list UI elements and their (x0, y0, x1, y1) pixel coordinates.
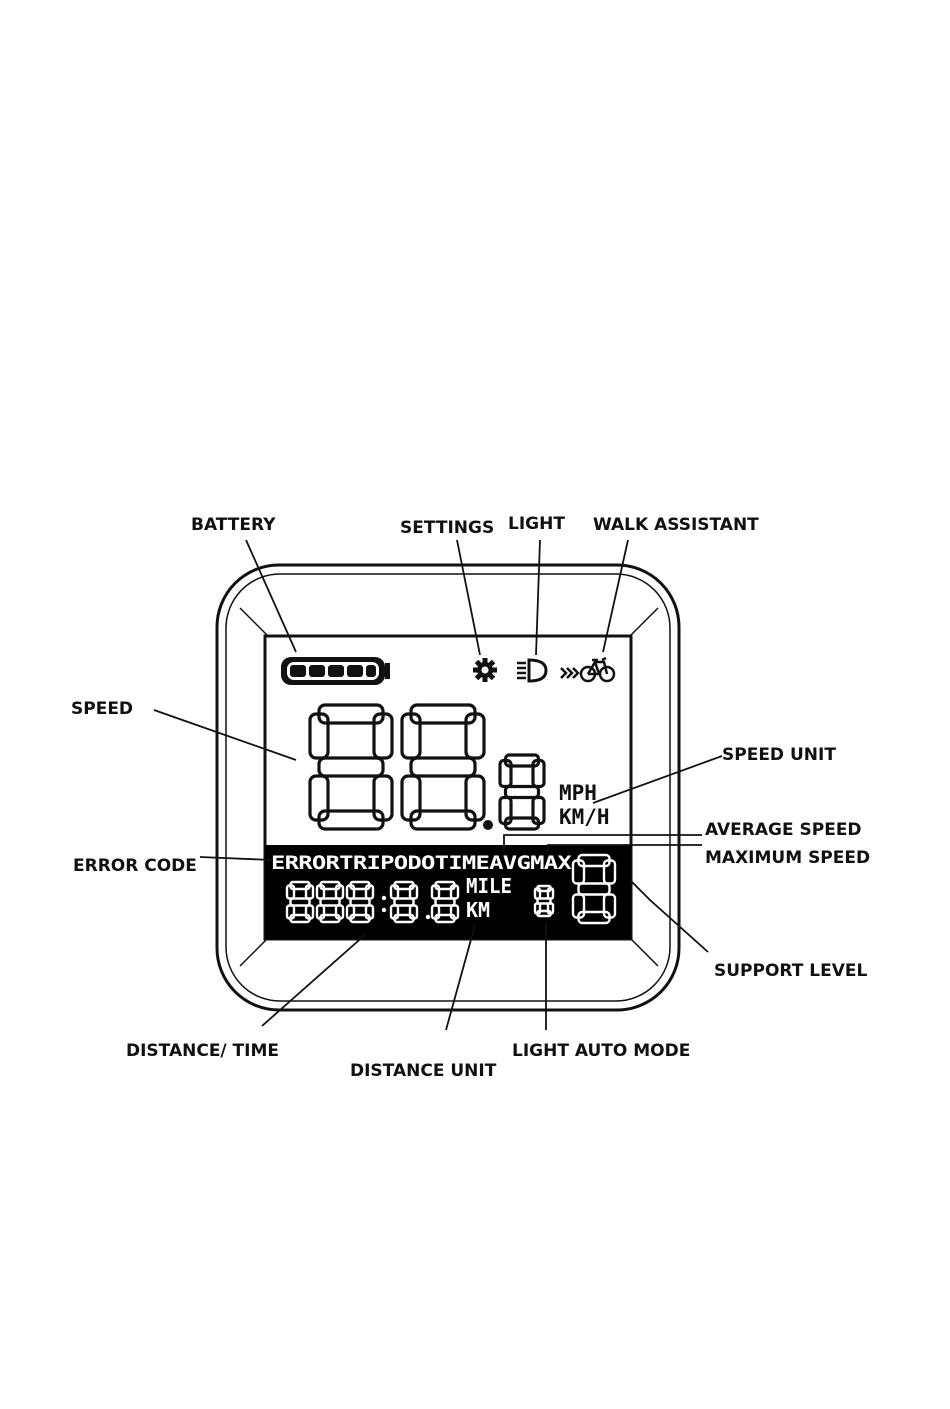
label-battery: BATTERY (191, 515, 276, 535)
label-distance-unit: DISTANCE UNIT (350, 1061, 497, 1081)
battery-icon (281, 657, 390, 685)
label-speed-unit: SPEED UNIT (722, 745, 836, 765)
speed-unit-mph: MPH (559, 781, 597, 805)
speed-unit-kmh: KM/H (559, 805, 610, 829)
distance-unit-km: KM (466, 898, 490, 922)
label-light-auto-mode: LIGHT AUTO MODE (512, 1041, 690, 1061)
label-error-code: ERROR CODE (73, 856, 197, 876)
label-walk-assistant: WALK ASSISTANT (593, 515, 759, 535)
distance-colon-bottom (382, 908, 386, 912)
label-average-speed: AVERAGE SPEED (705, 820, 862, 840)
mode-strip-text: ERRORTRIPODOTIMEAVGMAX (271, 852, 572, 874)
distance-unit-mile: MILE (466, 874, 512, 898)
distance-decimal-point (426, 915, 430, 919)
gear-icon (473, 658, 497, 682)
label-settings: SETTINGS (400, 518, 494, 538)
label-support-level: SUPPORT LEVEL (714, 961, 867, 981)
distance-colon-top (382, 896, 386, 900)
label-speed: SPEED (71, 699, 133, 719)
speed-decimal-point (483, 820, 493, 830)
label-light: LIGHT (508, 514, 565, 534)
label-maximum-speed: MAXIMUM SPEED (705, 848, 870, 868)
label-distance-time: DISTANCE/ TIME (126, 1041, 279, 1061)
